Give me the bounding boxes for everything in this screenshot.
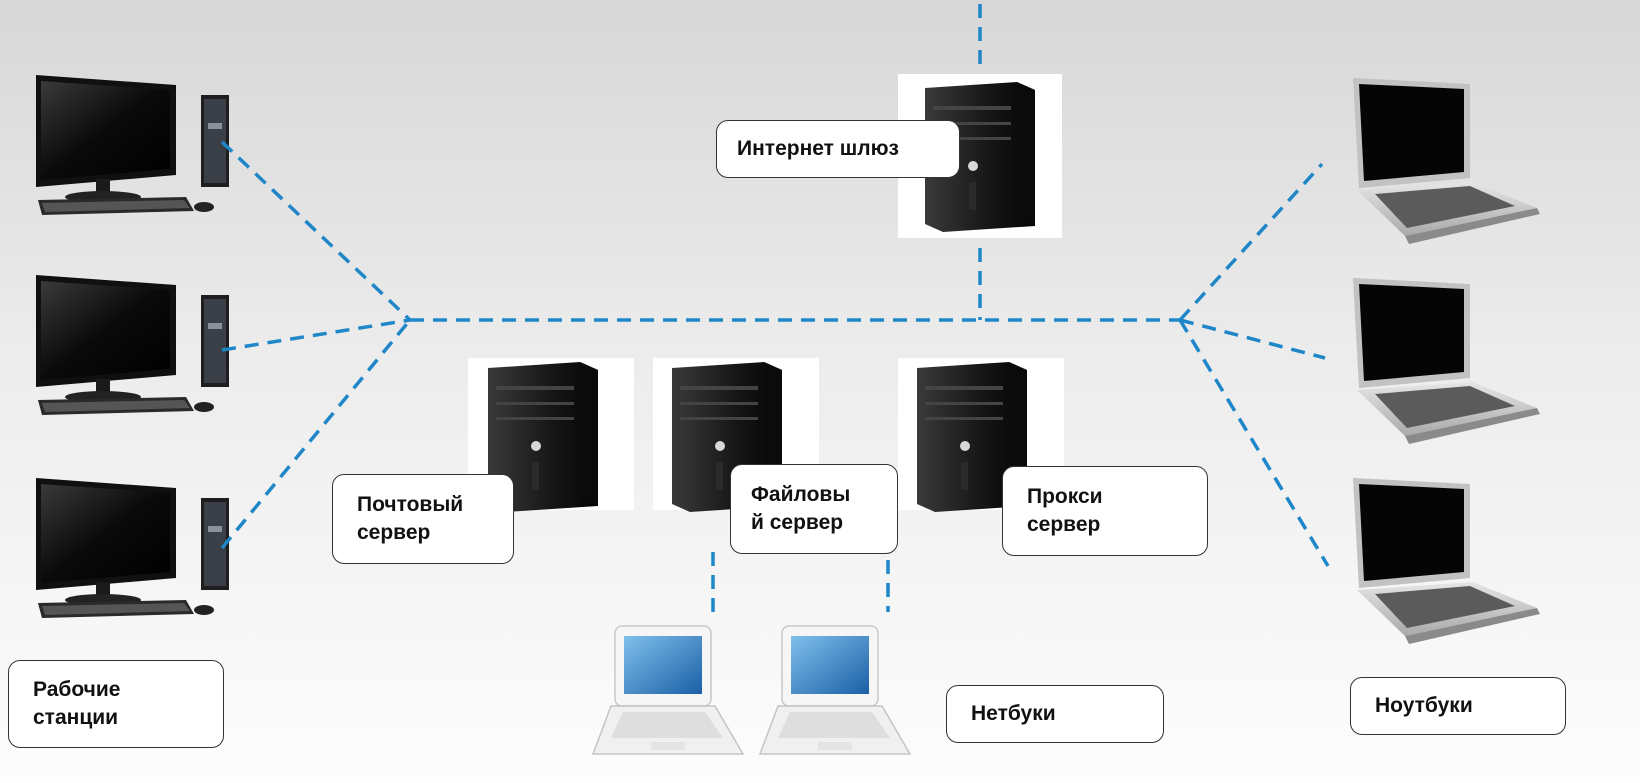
netbook-icon-2 — [759, 625, 911, 755]
gateway-label-text: Интернет шлюз — [737, 136, 899, 160]
workstation-icon-2 — [36, 275, 229, 415]
laptops-label: Ноутбуки — [1350, 677, 1566, 735]
mail-server-label-text: Почтовый сервер — [357, 492, 464, 544]
netbooks-label: Нетбуки — [946, 685, 1164, 743]
laptop-link-3 — [1178, 319, 1330, 567]
workstation-link-1 — [220, 140, 412, 322]
workstation-link-3 — [220, 318, 412, 550]
file-server-label-text: Файловы й сервер — [751, 482, 851, 534]
network-links — [220, 4, 1330, 612]
laptop-link-1 — [1178, 162, 1324, 322]
netbook-icon-1 — [592, 625, 744, 755]
laptop-icon-1 — [1353, 78, 1540, 244]
proxy-server-label-text: Прокси сервер — [1027, 484, 1103, 536]
proxy-server-label: Прокси сервер — [1002, 466, 1208, 556]
laptops-label-text: Ноутбуки — [1375, 693, 1473, 717]
workstation-icon-1 — [36, 75, 229, 215]
workstation-icon-3 — [36, 478, 229, 618]
laptop-icon-3 — [1353, 478, 1540, 644]
file-server-label: Файловы й сервер — [730, 464, 898, 554]
laptop-icon-2 — [1353, 278, 1540, 444]
mail-server-label: Почтовый сервер — [332, 474, 514, 564]
gateway-label: Интернет шлюз — [716, 120, 960, 178]
workstation-link-2 — [221, 318, 411, 352]
workstations-label: Рабочие станции — [8, 660, 224, 748]
workstations-label-text: Рабочие станции — [33, 677, 121, 729]
laptop-link-2 — [1179, 318, 1326, 360]
netbooks-label-text: Нетбуки — [971, 701, 1056, 725]
